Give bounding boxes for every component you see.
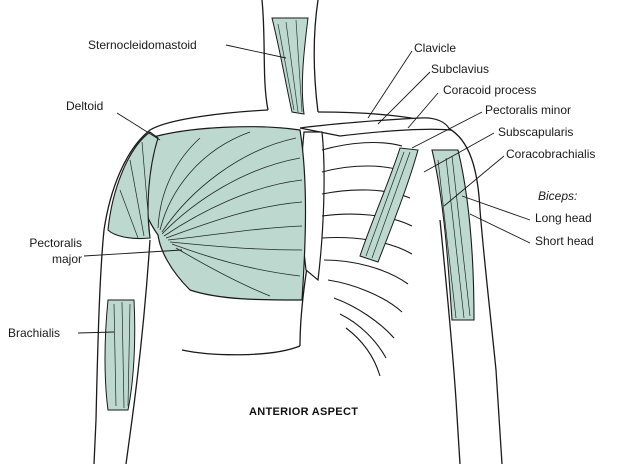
biceps-muscle bbox=[432, 150, 474, 320]
label-coracobrachialis: Coracobrachialis bbox=[506, 147, 595, 161]
label-pectoralis-major-line1: Pectoralis bbox=[14, 236, 82, 250]
label-coracoid-process: Coracoid process bbox=[443, 83, 536, 97]
label-deltoid: Deltoid bbox=[66, 99, 103, 113]
label-sternocleidomastoid: Sternocleidomastoid bbox=[88, 38, 197, 52]
label-long-head: Long head bbox=[535, 211, 592, 225]
pectoralis-major-muscle bbox=[139, 127, 306, 300]
label-pectoralis-minor: Pectoralis minor bbox=[485, 103, 571, 117]
label-short-head: Short head bbox=[535, 234, 594, 248]
caption-anterior-aspect: ANTERIOR ASPECT bbox=[249, 406, 358, 418]
sternocleidomastoid-muscle bbox=[272, 18, 308, 114]
brachialis-muscle bbox=[105, 300, 135, 410]
label-clavicle: Clavicle bbox=[414, 41, 456, 55]
label-brachialis: Brachialis bbox=[8, 326, 60, 340]
label-subscapularis: Subscapularis bbox=[498, 125, 573, 139]
label-subclavius: Subclavius bbox=[431, 62, 489, 76]
label-pectoralis-major-line2: major bbox=[14, 252, 82, 266]
label-biceps: Biceps: bbox=[538, 189, 577, 203]
